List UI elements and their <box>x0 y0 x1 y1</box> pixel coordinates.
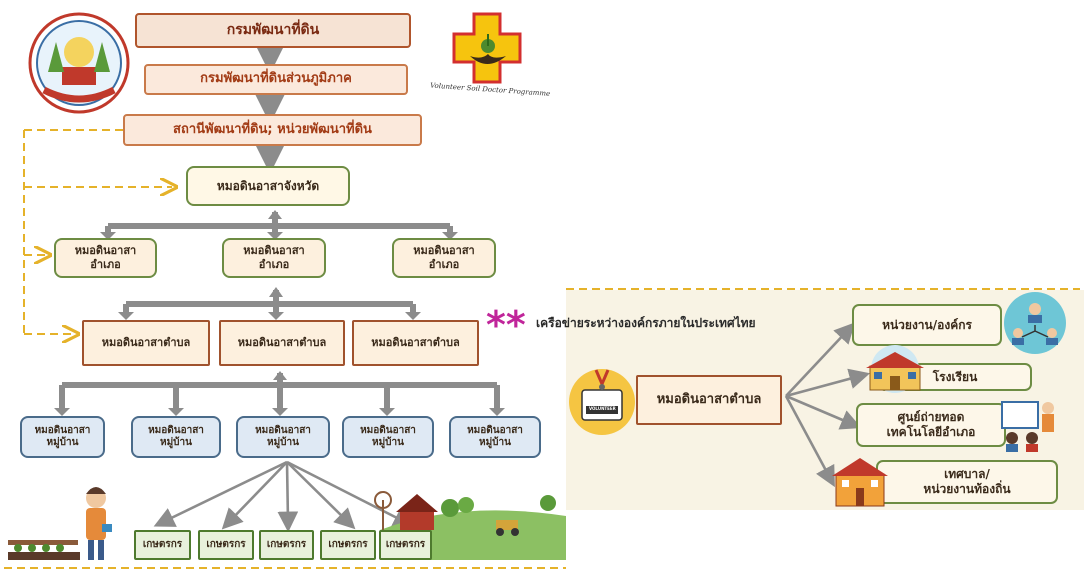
training-presentation-icon <box>998 396 1064 452</box>
regional-office-box: กรมพัฒนาที่ดินส่วนภูมิภาค <box>144 64 408 95</box>
network-target-tech-center: ศูนย์ถ่ายทอด เทคโนโลยีอำเภอ <box>856 403 1006 447</box>
tambon-volunteer-box: หมอดินอาสาตำบล <box>352 320 479 366</box>
village-volunteer-box: หมอดินอาสา หมู่บ้าน <box>20 416 105 458</box>
school-icon <box>862 344 928 394</box>
amphoe-volunteer-box: หมอดินอาสา อำเภอ <box>54 238 157 278</box>
volunteer-badge-text: VOLUNTEER <box>589 406 616 411</box>
municipal-building-icon <box>830 452 890 508</box>
top-department-box: กรมพัฒนาที่ดิน <box>135 13 411 48</box>
province-volunteer-box: หมอดินอาสาจังหวัด <box>186 166 350 206</box>
asterisk-marker: ** <box>486 303 526 347</box>
tambon-volunteer-box: หมอดินอาสาตำบล <box>82 320 210 366</box>
ldd-seal-logo <box>26 12 132 114</box>
farmer-box: เกษตรกร <box>198 530 254 560</box>
network-center-box: หมอดินอาสาตำบล <box>636 375 782 425</box>
vsdp-cross-logo <box>452 12 522 84</box>
farmer-box: เกษตรกร <box>134 530 191 560</box>
network-target-municipality: เทศบาล/ หน่วยงานท้องถิ่น <box>876 460 1058 504</box>
farmer-box: เกษตรกร <box>379 530 432 560</box>
village-volunteer-box: หมอดินอาสา หมู่บ้าน <box>449 416 541 458</box>
people-network-icon <box>1000 291 1070 355</box>
network-target-agency: หน่วยงาน/องค์กร <box>852 304 1002 346</box>
village-volunteer-box: หมอดินอาสา หมู่บ้าน <box>342 416 434 458</box>
farmer-box: เกษตรกร <box>259 530 314 560</box>
village-volunteer-box: หมอดินอาสา หมู่บ้าน <box>236 416 330 458</box>
amphoe-volunteer-box: หมอดินอาสา อำเภอ <box>392 238 496 278</box>
village-volunteer-box: หมอดินอาสา หมู่บ้าน <box>131 416 221 458</box>
farmer-box: เกษตรกร <box>320 530 376 560</box>
volunteer-badge-icon <box>566 366 638 436</box>
tambon-volunteer-box: หมอดินอาสาตำบล <box>219 320 345 366</box>
station-unit-box: สถานีพัฒนาที่ดิน; หน่วยพัฒนาที่ดิน <box>123 114 422 146</box>
network-title: เครือข่ายระหว่างองค์กรภายในประเทศไทย <box>536 316 756 330</box>
amphoe-volunteer-box: หมอดินอาสา อำเภอ <box>222 238 326 278</box>
